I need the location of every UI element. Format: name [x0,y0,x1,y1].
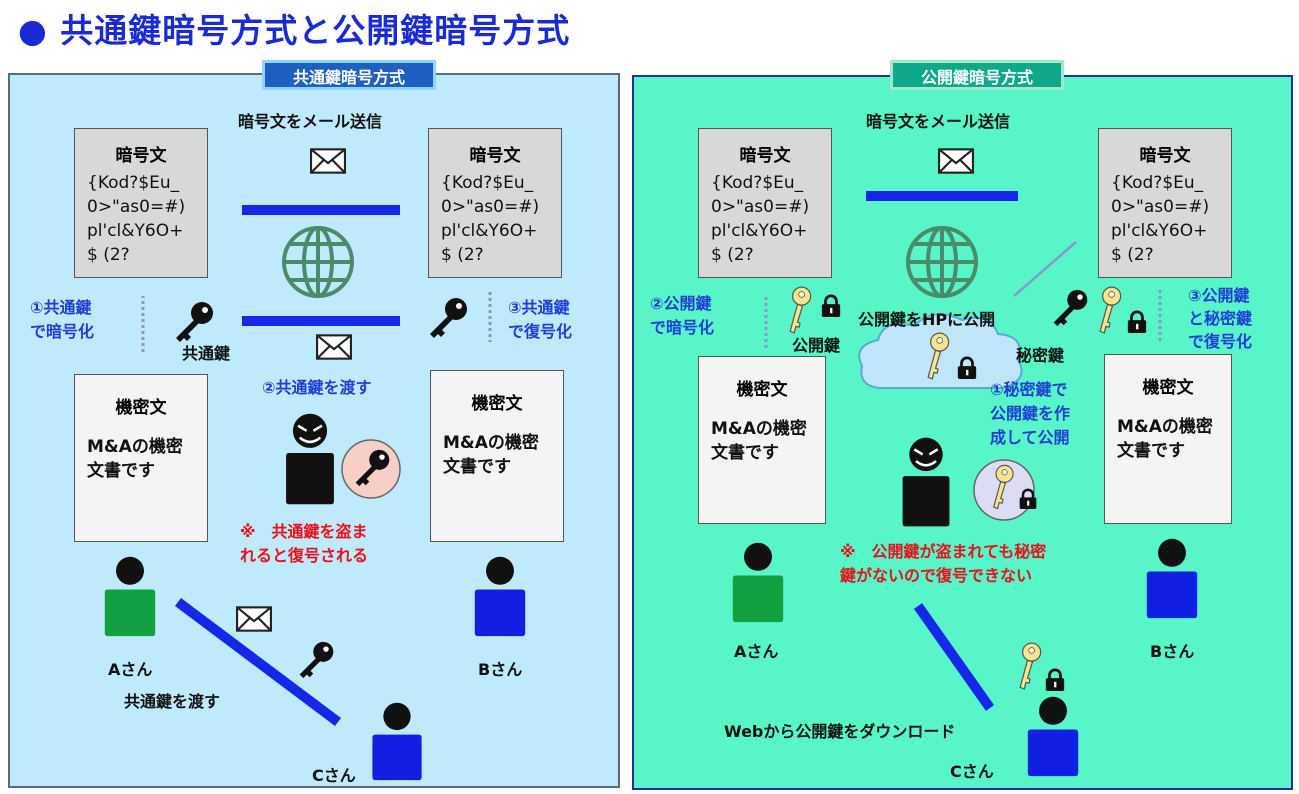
ciphertext-doc-b: 暗号文 {Kod?$Eu_0>"as0=#)pl'cl&Y6O+$ (2? [428,128,562,278]
thief-key-circle-right [973,459,1035,521]
person-b-label-right: Bさん [1150,642,1195,661]
doc-title: 機密文 [1142,378,1194,398]
lock-icon [1126,310,1148,334]
step3-label: ③共通鍵で復号化 [508,298,573,341]
person-a-label: Aさん [108,660,153,679]
doc-body: {Kod?$Eu_0>"as0=#)pl'cl&Y6O+$ (2? [1111,173,1210,265]
person-b-label: Bさん [478,660,523,679]
warning-right: ※ 公開鍵が盗まれても秘密鍵がないので復号できない [840,542,1047,585]
public-key-icon [1092,284,1128,336]
doc-title: 暗号文 [115,146,167,166]
doc-title: 暗号文 [1139,146,1191,166]
person-b-icon [470,554,530,638]
envelope-icon [236,606,272,632]
public-key-icon [920,330,956,382]
key-icon [352,448,392,488]
download-label: Webから公開鍵をダウンロード [724,722,956,741]
lock-icon [956,356,978,380]
pass-key-label: 共通鍵を渡す [124,692,221,711]
person-b-icon [1142,536,1202,620]
person-c-icon [368,700,426,782]
warning-left: ※ 共通鍵を盗まれると復号される [240,522,369,565]
secret-doc-a-right: 機密文 M&Aの機密文書です [698,356,826,524]
thief-icon [282,412,338,506]
symmetric-header: 共通鍵暗号方式 [262,60,436,90]
step2-label-right: ②公開鍵で暗号化 [650,294,715,337]
public-key-icon [782,284,818,336]
envelope-icon [938,148,974,174]
lock-icon [820,294,842,318]
doc-body: M&Aの機密文書です [87,437,183,481]
key-label: 共通鍵 [182,344,231,363]
download-arrow-right [913,603,1000,722]
lock-icon [1018,488,1038,510]
send-label-left: 暗号文をメール送信 [238,112,383,131]
lock-icon [1044,668,1066,692]
envelope-icon [310,148,346,174]
globe-icon [902,222,982,302]
ciphertext-doc-a-right: 暗号文 {Kod?$Eu_0>"as0=#)pl'cl&Y6O+$ (2? [698,128,832,278]
person-a-icon [100,554,160,638]
doc-title: 機密文 [115,398,167,418]
page-title: ● 共通鍵暗号方式と公開鍵暗号方式 [18,11,571,50]
doc-body: {Kod?$Eu_0>"as0=#)pl'cl&Y6O+$ (2? [441,173,540,265]
public-key-icon [986,462,1020,512]
step3-label-right: ③公開鍵と秘密鍵で復号化 [1188,286,1253,351]
thief-icon [898,436,954,528]
send-label-right: 暗号文をメール送信 [866,112,1011,131]
person-c-label-right: Cさん [950,762,994,781]
globe-icon [278,222,358,302]
person-c-label: Cさん [312,766,356,785]
publish-label: 公開鍵をHPに公開 [858,310,996,329]
doc-title: 暗号文 [469,146,521,166]
public-key-header: 公開鍵暗号方式 [890,60,1064,90]
ciphertext-doc-b-right: 暗号文 {Kod?$Eu_0>"as0=#)pl'cl&Y6O+$ (2? [1098,128,1232,278]
publish-arrow [1009,241,1077,300]
ciphertext-doc-a: 暗号文 {Kod?$Eu_0>"as0=#)pl'cl&Y6O+$ (2? [74,128,208,278]
doc-title: 機密文 [471,394,523,414]
person-a-label-right: Aさん [734,642,779,661]
envelope-icon [316,334,352,360]
doc-body: M&Aの機密文書です [1117,417,1213,461]
doc-body: {Kod?$Eu_0>"as0=#)pl'cl&Y6O+$ (2? [711,173,810,265]
private-key-icon [1050,288,1090,328]
doc-body: M&Aの機密文書です [711,419,807,463]
secret-doc-b-right: 機密文 M&Aの機密文書です [1104,354,1232,524]
step2-label: ②共通鍵を渡す [262,378,372,397]
private-key-label: 秘密鍵 [1016,346,1065,365]
doc-title: 機密文 [736,380,788,400]
secret-doc-a: 機密文 M&Aの機密文書です [74,374,208,542]
person-c-icon [1024,694,1082,778]
secret-doc-b: 機密文 M&Aの機密文書です [430,370,564,542]
step1-label: ①共通鍵で暗号化 [30,298,95,341]
key-icon [296,640,336,680]
key-icon [172,300,216,344]
doc-body: M&Aの機密文書です [443,433,539,477]
step1-label-right: ①秘密鍵で公開鍵を作成して公開 [990,380,1071,447]
person-a-icon [728,540,788,624]
public-key-label: 公開鍵 [792,336,841,355]
doc-body: {Kod?$Eu_0>"as0=#)pl'cl&Y6O+$ (2? [87,173,186,265]
public-key-icon [1012,640,1048,692]
key-icon [426,296,470,340]
doc-title: 暗号文 [739,146,791,166]
pass-arrow-left [175,598,351,732]
